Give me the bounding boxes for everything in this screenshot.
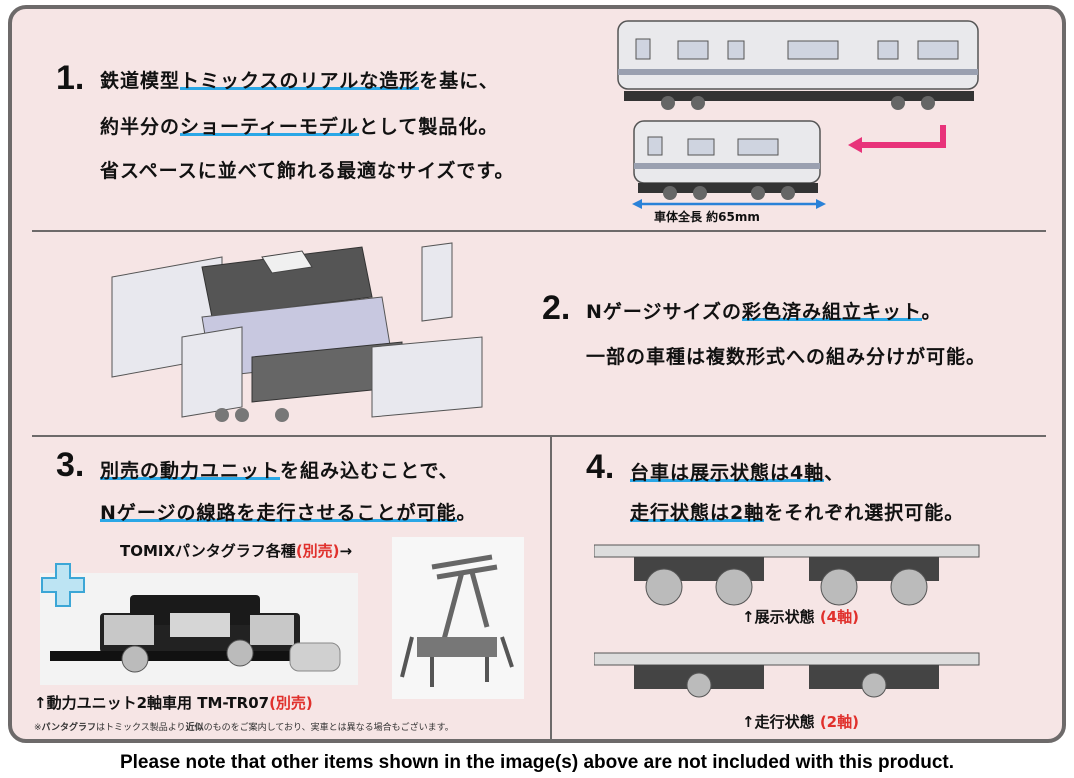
divider	[32, 230, 1046, 232]
bogie-4axle-image	[594, 544, 980, 606]
power-unit-label: ↑動力ユニット2軸車用 TM-TR07(別売)	[34, 694, 313, 712]
section4-line1: 台車は展示状態は4軸、	[630, 462, 845, 484]
short-train-image	[633, 120, 821, 200]
divider	[550, 435, 552, 739]
section-number: 3.	[41, 446, 87, 484]
pantograph-image	[392, 537, 524, 699]
plus-icon	[41, 563, 85, 607]
divider	[32, 435, 1046, 437]
section1-line2: 約半分のショーティーモデルとして製品化。	[100, 116, 499, 138]
section1-line3: 省スペースに並べて飾れる最適なサイズです。	[100, 160, 515, 182]
kit-parts-image	[111, 242, 483, 422]
display-state-label: ↑展示状態 (4軸)	[742, 608, 859, 626]
length-label: 車体全長 約65mm	[654, 210, 760, 224]
section1-line1: 鉄道模型トミックスのリアルな造形を基に、	[100, 70, 499, 92]
train-images	[617, 20, 979, 209]
full-train-image	[617, 20, 979, 110]
section2-line2: 一部の車種は複数形式への組み分けが可能。	[586, 346, 987, 368]
section4-line2: 走行状態は2軸をそれぞれ選択可能。	[630, 502, 965, 524]
section2-line1: Nゲージサイズの彩色済み組立キット。	[586, 301, 942, 323]
section-number: 4.	[571, 448, 617, 486]
bogie-2axle-image	[594, 652, 980, 698]
section-number: 2.	[527, 289, 573, 327]
disclaimer-footer: Please note that other items shown in th…	[119, 752, 954, 773]
power-unit-image	[40, 573, 358, 685]
pantograph-note: ※パンタグラフはトミックス製品より近似のものをご案内しており、実車とは異なる場合…	[34, 723, 454, 733]
section3-line2: Nゲージの線路を走行させることが可能。	[100, 502, 477, 524]
section-number: 1.	[41, 59, 87, 97]
infographic-frame: 1. 鉄道模型トミックスのリアルな造形を基に、 約半分のショーティーモデルとして…	[8, 5, 1066, 743]
pantograph-label: TOMIXパンタグラフ各種(別売)→	[120, 542, 353, 560]
section3-line1: 別売の動力ユニットを組み込むことで、	[100, 460, 459, 482]
length-arrow	[632, 199, 826, 209]
running-state-label: ↑走行状態 (2軸)	[742, 713, 859, 731]
